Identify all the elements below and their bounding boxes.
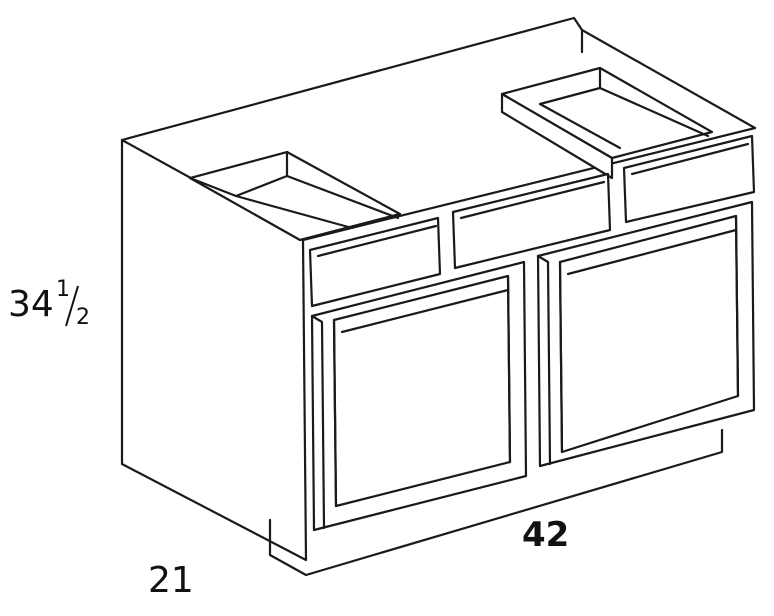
fraction-slash: [65, 285, 79, 327]
cabinet-carcass: [120, 16, 757, 577]
drawer-front-middle: [451, 172, 612, 270]
depth-dimension: 21: [148, 560, 194, 601]
left-door: [310, 260, 528, 532]
height-dimension: 34 1 2: [8, 277, 90, 330]
left-drawer-box: [188, 150, 402, 242]
height-fraction-denominator: 2: [76, 305, 90, 330]
right-drawer-box: [500, 66, 714, 180]
drawer-front-left: [308, 216, 442, 308]
drawer-front-right: [622, 134, 756, 224]
height-fraction-numerator: 1: [56, 277, 70, 302]
width-dimension: 42: [522, 515, 569, 555]
right-door: [536, 200, 756, 468]
drawer-fronts: [308, 134, 756, 308]
height-whole: 34: [8, 284, 54, 325]
